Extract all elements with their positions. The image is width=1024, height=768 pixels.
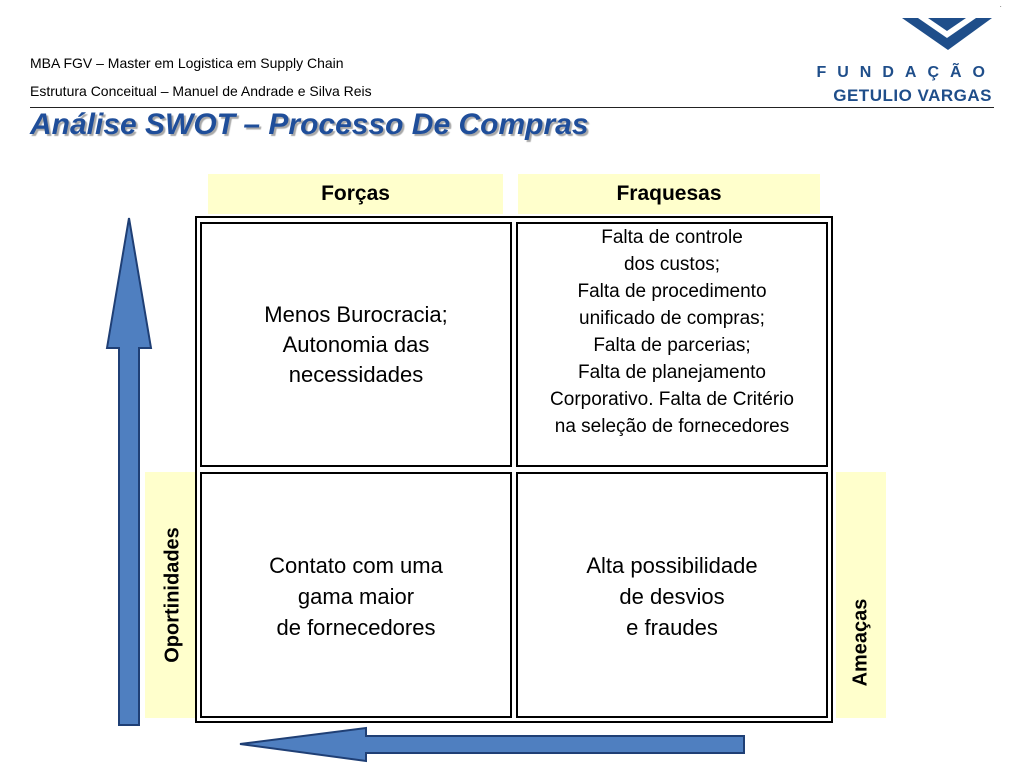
author-line: Estrutura Conceitual – Manuel de Andrade… <box>30 83 372 99</box>
label-forcas: Forças <box>208 174 503 214</box>
corner-mark: · <box>999 2 1002 11</box>
cell-ameacas-text: Alta possibilidade de desvios e fraudes <box>586 553 758 640</box>
fgv-logo-icon <box>902 18 992 50</box>
fgv-logo: FUNDAÇÃO GETULIO VARGAS <box>816 10 996 110</box>
label-oportunidades-box: Oportinidades <box>145 472 200 718</box>
page-title: Análise SWOT – Processo De Compras <box>30 108 589 141</box>
cell-fraquezas: Falta de controle dos custos; Falta de p… <box>516 222 828 467</box>
label-fraquezas: Fraquesas <box>518 174 820 214</box>
cell-oportunidades-text: Contato com uma gama maior de fornecedor… <box>269 553 443 640</box>
logo-text-getulio-vargas: GETULIO VARGAS <box>833 86 992 105</box>
horizontal-arrow-icon <box>239 726 745 763</box>
cell-fraquezas-text: Falta de controle dos custos; Falta de p… <box>550 227 794 437</box>
label-ameacas: Ameaças <box>849 598 872 687</box>
cell-forcas-text: Menos Burocracia; Autonomia das necessid… <box>264 301 448 387</box>
course-title: MBA FGV – Master em Logistica em Supply … <box>30 55 344 71</box>
cell-forcas: Menos Burocracia; Autonomia das necessid… <box>200 222 512 467</box>
header-divider <box>30 107 994 108</box>
label-oportunidades: Oportinidades <box>161 527 183 663</box>
vertical-arrow-icon <box>105 217 153 726</box>
cell-ameacas: Alta possibilidade de desvios e fraudes <box>516 472 828 718</box>
logo-text-fundacao: FUNDAÇÃO <box>816 64 996 81</box>
cell-oportunidades: Contato com uma gama maior de fornecedor… <box>200 472 512 718</box>
label-ameacas-box: Ameaças <box>836 472 886 718</box>
